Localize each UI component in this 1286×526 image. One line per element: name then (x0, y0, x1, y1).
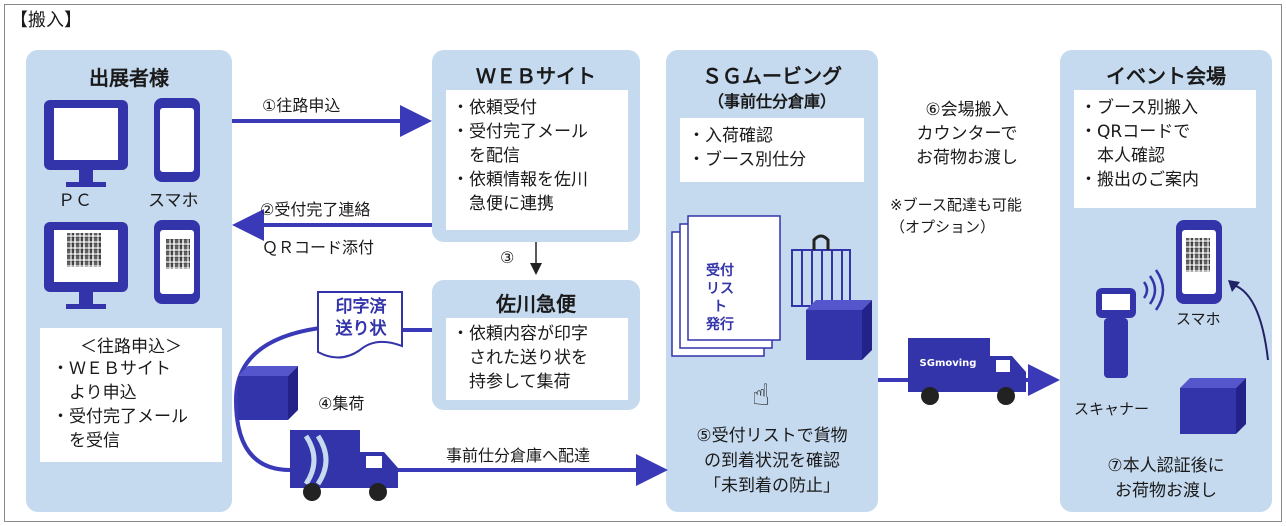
exhibitor-title: 出展者様 (89, 66, 169, 90)
sheet-text: 受付 リスト 発行 (700, 262, 740, 334)
web-box: ・依頼受付 ・受付完了メール を配信 ・依頼情報を佐川 急便に連携 (446, 90, 628, 230)
sg-title: ＳＧムービング (702, 64, 842, 88)
note-list: ・ＷＥＢサイト より申込 ・受付完了メール を受信 (52, 357, 222, 453)
note-title: ＜往路申込＞ (80, 337, 182, 357)
smartphone-icon (154, 98, 200, 182)
sg-subtitle: （事前仕分倉庫） (707, 92, 836, 111)
web-item: ・受付完了メール (452, 122, 588, 142)
note-item: ・受付完了メール (52, 407, 188, 427)
event-item: ・搬出のご案内 (1080, 170, 1199, 190)
sg-item: ・入荷確認 (688, 126, 773, 146)
pickup-scene (238, 366, 398, 501)
option-note: ※ブース配達も可能 （オプション） (890, 194, 1022, 238)
slip-line: 印字済 (335, 297, 387, 317)
event-caption-line: ⑦本人認証後に (1107, 456, 1225, 476)
event-caption-line: お荷物お渡し (1115, 481, 1217, 501)
sg-list: ・入荷確認 ・ブース別仕分 (688, 124, 864, 172)
sg-caption-line: の到着状況を確認 (704, 451, 840, 471)
step3-label: ③ (500, 248, 515, 267)
qr-code-icon (166, 239, 190, 269)
sg-item: ・ブース別仕分 (688, 150, 807, 170)
step6-line: ⑥会場搬入 (925, 100, 1009, 120)
note-item: より申込 (52, 383, 137, 403)
sagawa-list: ・依頼内容が印字 された送り状を 持参して集荷 (452, 322, 628, 394)
scanner-label: スキャナー (1074, 400, 1150, 418)
signal-waves-icon (1142, 269, 1165, 311)
exhibitor-devices (44, 98, 200, 309)
note-item: ・ＷＥＢサイト (52, 359, 171, 379)
step2-sub-label: ＱＲコード添付 (262, 238, 375, 257)
slip-text: 印字済 送り状 (318, 296, 404, 340)
event-title: イベント会場 (1106, 64, 1226, 88)
sagawa-item: された送り状を (452, 348, 588, 368)
step6-line: カウンターで (916, 124, 1018, 144)
arrow-pickup-curve (233, 326, 321, 472)
sagawa-box: ・依頼内容が印字 された送り状を 持参して集荷 (446, 318, 628, 400)
scanner-icon (1096, 288, 1136, 378)
web-item: を配信 (452, 146, 520, 166)
web-item: ・依頼情報を佐川 (452, 170, 588, 190)
section-label: 【搬入】 (10, 10, 82, 31)
sagawa-title: 佐川急便 (496, 292, 576, 316)
diagram-frame (4, 4, 1282, 522)
pc-monitor-icon (44, 100, 128, 187)
truck-icon (290, 430, 398, 501)
printed-slip-icon (317, 291, 403, 359)
pointing-hand-icon: ☝ (752, 378, 771, 413)
pc-label: ＰＣ (58, 191, 92, 211)
phone-label: スマホ (148, 191, 199, 211)
cargo-box-icon (238, 366, 298, 420)
sagawa-item: 持参して集荷 (452, 372, 571, 392)
sg-box: ・入荷確認 ・ブース別仕分 (680, 118, 864, 182)
sheet-line: リスト (706, 281, 734, 315)
deliver-label: 事前仕分倉庫へ配達 (446, 446, 591, 465)
qr-code-icon (67, 233, 101, 267)
sgmoving-truck-icon (908, 338, 1026, 405)
cargo-box-icon (806, 300, 872, 360)
step1-label: ①往路申込 (262, 96, 341, 115)
truck-text: SGmoving (919, 358, 977, 369)
exhibitor-note-box: ＜往路申込＞ ・ＷＥＢサイト より申込 ・受付完了メール を受信 (40, 328, 222, 462)
event-item: 本人確認 (1080, 146, 1165, 166)
step6-line: お荷物お渡し (916, 148, 1018, 168)
web-title: ＷＥＢサイト (476, 64, 596, 88)
slip-line: 送り状 (335, 319, 387, 339)
web-item: 急便に連携 (452, 194, 554, 214)
event-list: ・ブース別搬入 ・QRコードで 本人確認 ・搬出のご案内 (1080, 96, 1256, 192)
event-box: ・ブース別搬入 ・QRコードで 本人確認 ・搬出のご案内 (1074, 90, 1256, 208)
cargo-box-icon (1180, 378, 1246, 434)
event-item: ・QRコードで (1080, 122, 1191, 142)
qr-code-icon (1186, 238, 1210, 272)
event-phone-label: スマホ (1176, 310, 1221, 328)
sg-caption: ⑤受付リストで貨物 の到着状況を確認 「未到着の防止」 (666, 424, 878, 499)
sagawa-item: ・依頼内容が印字 (452, 324, 588, 344)
sg-caption-line: 「未到着の防止」 (704, 476, 840, 496)
reception-list-sheets-icon (671, 215, 872, 360)
sheet-line: 発行 (706, 317, 734, 333)
web-list: ・依頼受付 ・受付完了メール を配信 ・依頼情報を佐川 急便に連携 (452, 96, 628, 216)
step6-label: ⑥会場搬入 カウンターで お荷物お渡し (882, 98, 1052, 170)
sheet-line: 受付 (706, 263, 734, 279)
event-caption: ⑦本人認証後に お荷物お渡し (1060, 454, 1272, 504)
option-line: （オプション） (890, 218, 996, 236)
note-item: を受信 (52, 431, 120, 451)
step2-label: ②受付完了連絡 (260, 200, 371, 219)
option-line: ※ブース配達も可能 (890, 196, 1022, 214)
step4-label: ④集荷 (318, 394, 365, 413)
sg-caption-line: ⑤受付リストで貨物 (696, 426, 848, 446)
web-item: ・依頼受付 (452, 98, 537, 118)
event-item: ・ブース別搬入 (1080, 98, 1199, 118)
